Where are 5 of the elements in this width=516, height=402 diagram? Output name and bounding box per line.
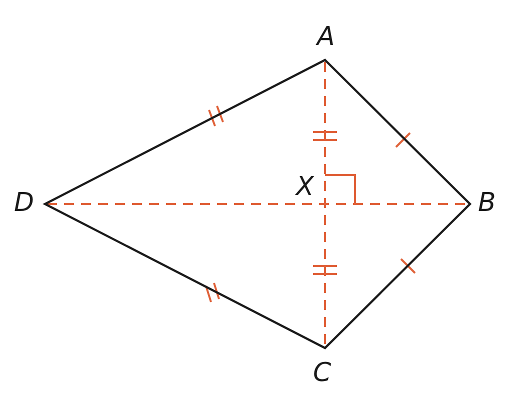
point-label: A: [317, 24, 335, 50]
point-label: C: [313, 360, 332, 386]
point-label: X: [296, 174, 314, 200]
point-label: D: [14, 190, 34, 216]
point-label: B: [478, 190, 496, 216]
